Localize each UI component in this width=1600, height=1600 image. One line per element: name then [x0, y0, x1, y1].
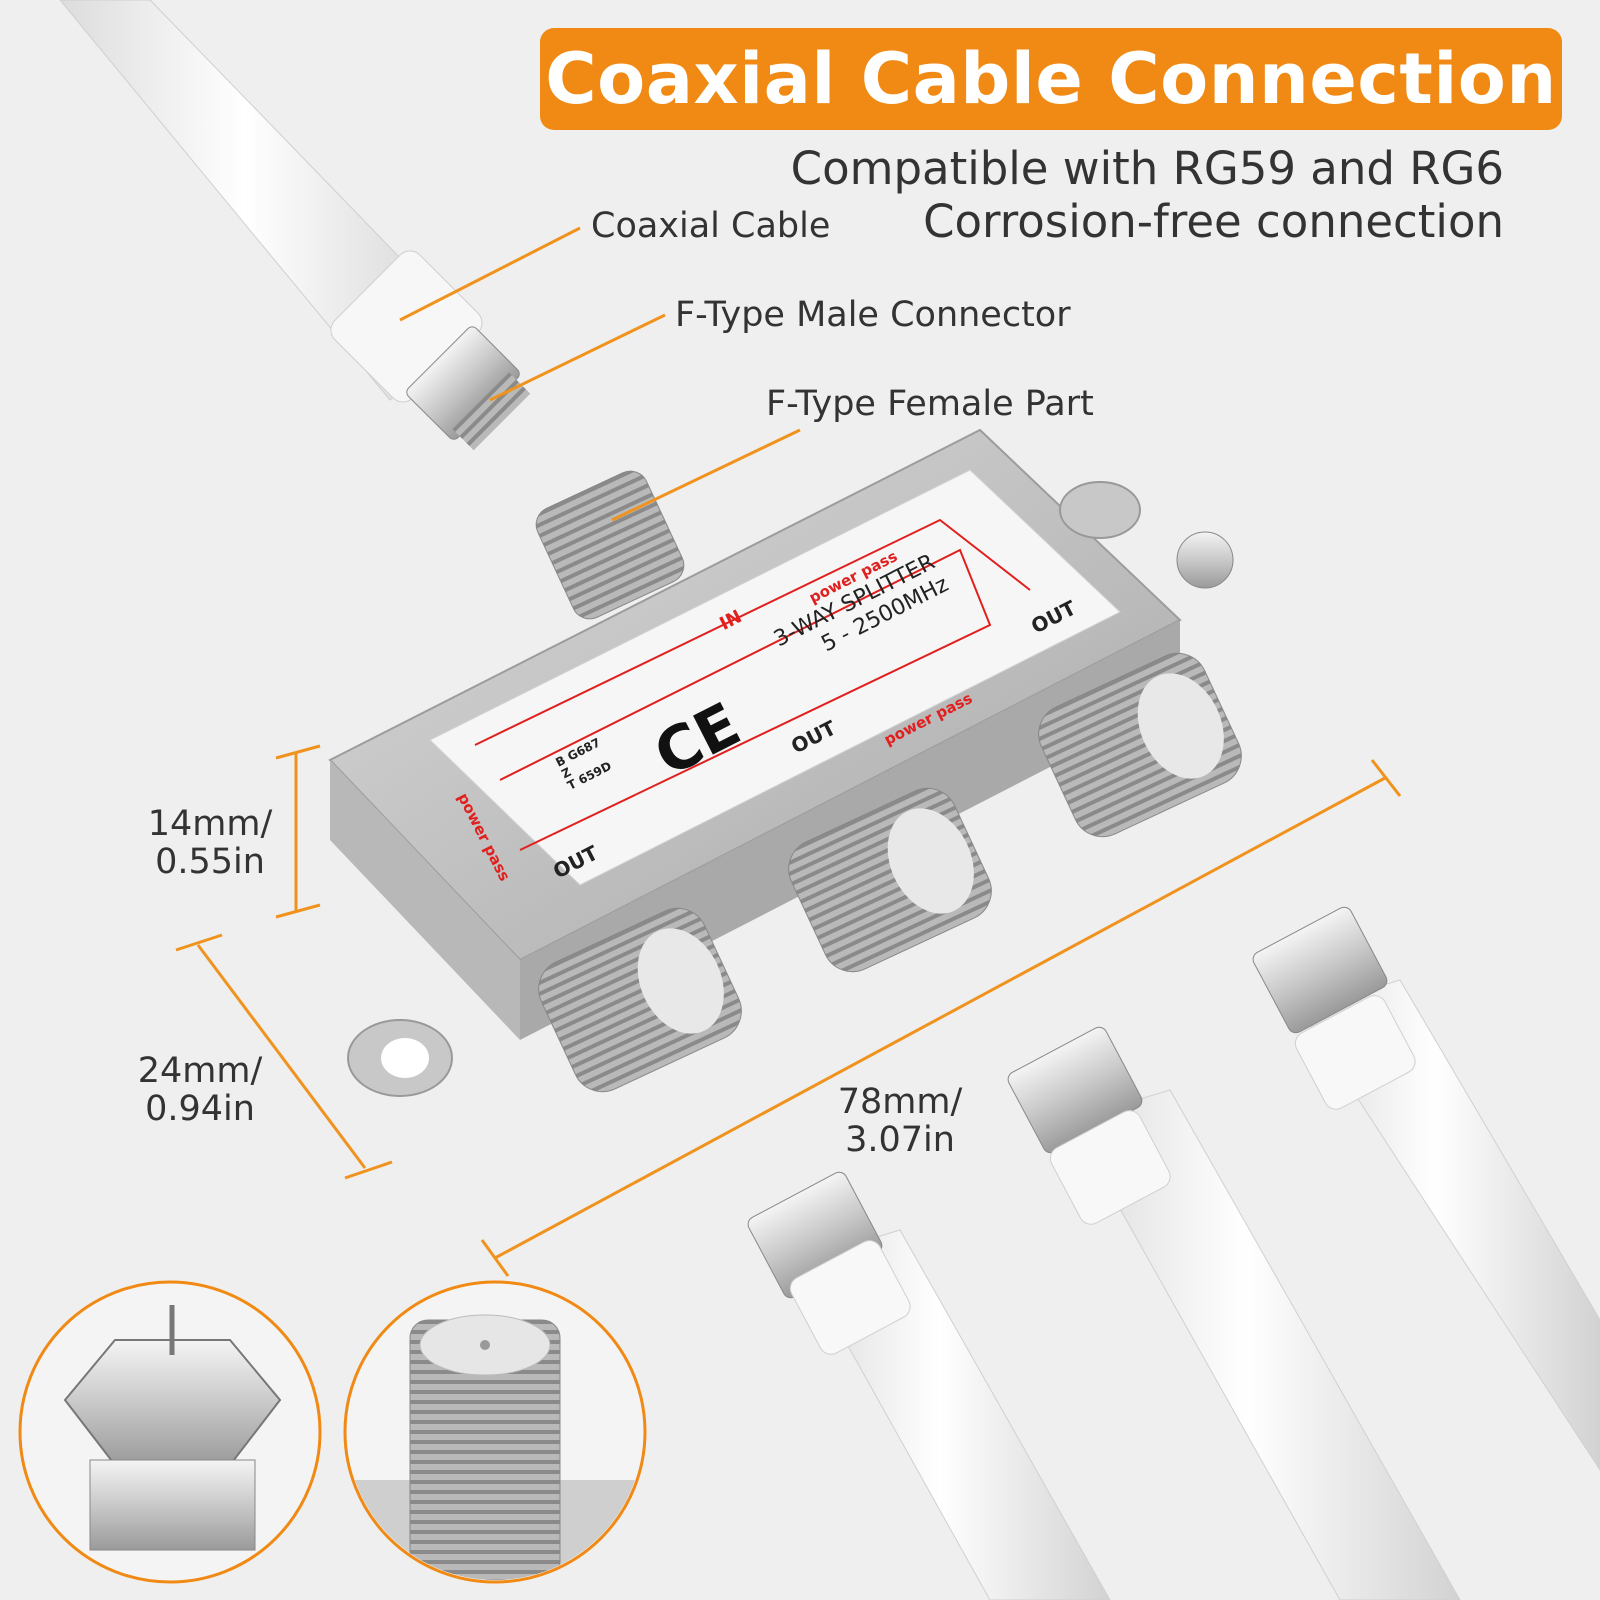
- page-title: Coaxial Cable Connection: [545, 38, 1557, 120]
- dimension-lines: [175, 744, 1402, 1277]
- splitter-ports: [535, 470, 1242, 1093]
- subtitle-corrosion: Corrosion-free connection: [923, 195, 1504, 248]
- coaxial-cables-bottom: [747, 906, 1600, 1600]
- zoom-circle-female: [343, 1280, 647, 1584]
- dimension-length: 78mm/ 3.07in: [837, 1082, 963, 1160]
- title-banner: Coaxial Cable Connection: [540, 28, 1562, 130]
- callout-leaders: [399, 226, 801, 522]
- callout-coaxial-cable: Coaxial Cable: [591, 206, 831, 246]
- coaxial-cable-top: [59, 0, 531, 451]
- subtitle-compatibility: Compatible with RG59 and RG6: [790, 142, 1504, 195]
- zoom-circle-male: [18, 1280, 322, 1584]
- dimension-depth: 24mm/ 0.94in: [137, 1051, 263, 1129]
- callout-male-connector: F-Type Male Connector: [675, 295, 1071, 335]
- dimension-height: 14mm/ 0.55in: [147, 804, 273, 882]
- callout-female-part: F-Type Female Part: [766, 384, 1094, 424]
